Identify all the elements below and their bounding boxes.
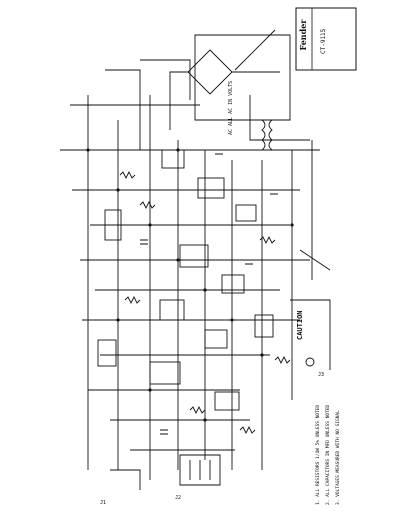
circuit-wiring [60, 29, 331, 490]
connector-j1: J1 [100, 500, 107, 506]
junction-dots [86, 148, 294, 422]
drawing-number: CT-9115 [320, 28, 327, 54]
title-brand: Fender [298, 19, 308, 51]
note-2: 2. ALL CAPACITORS IN MFD UNLESS NOTED [326, 404, 331, 505]
title-block [295, 7, 357, 71]
note-1: 1. ALL RESISTORS 1/4W 5% UNLESS NOTED [316, 404, 321, 505]
connector-j2: J2 [175, 495, 182, 501]
note-3: 3. VOLTAGES MEASURED WITH NO SIGNAL [336, 410, 341, 505]
connector-j3: J3 [318, 372, 325, 378]
power-supply-label: AC ALL AC IN VOLTS [228, 80, 234, 135]
caution-label: CAUTION [296, 310, 304, 340]
